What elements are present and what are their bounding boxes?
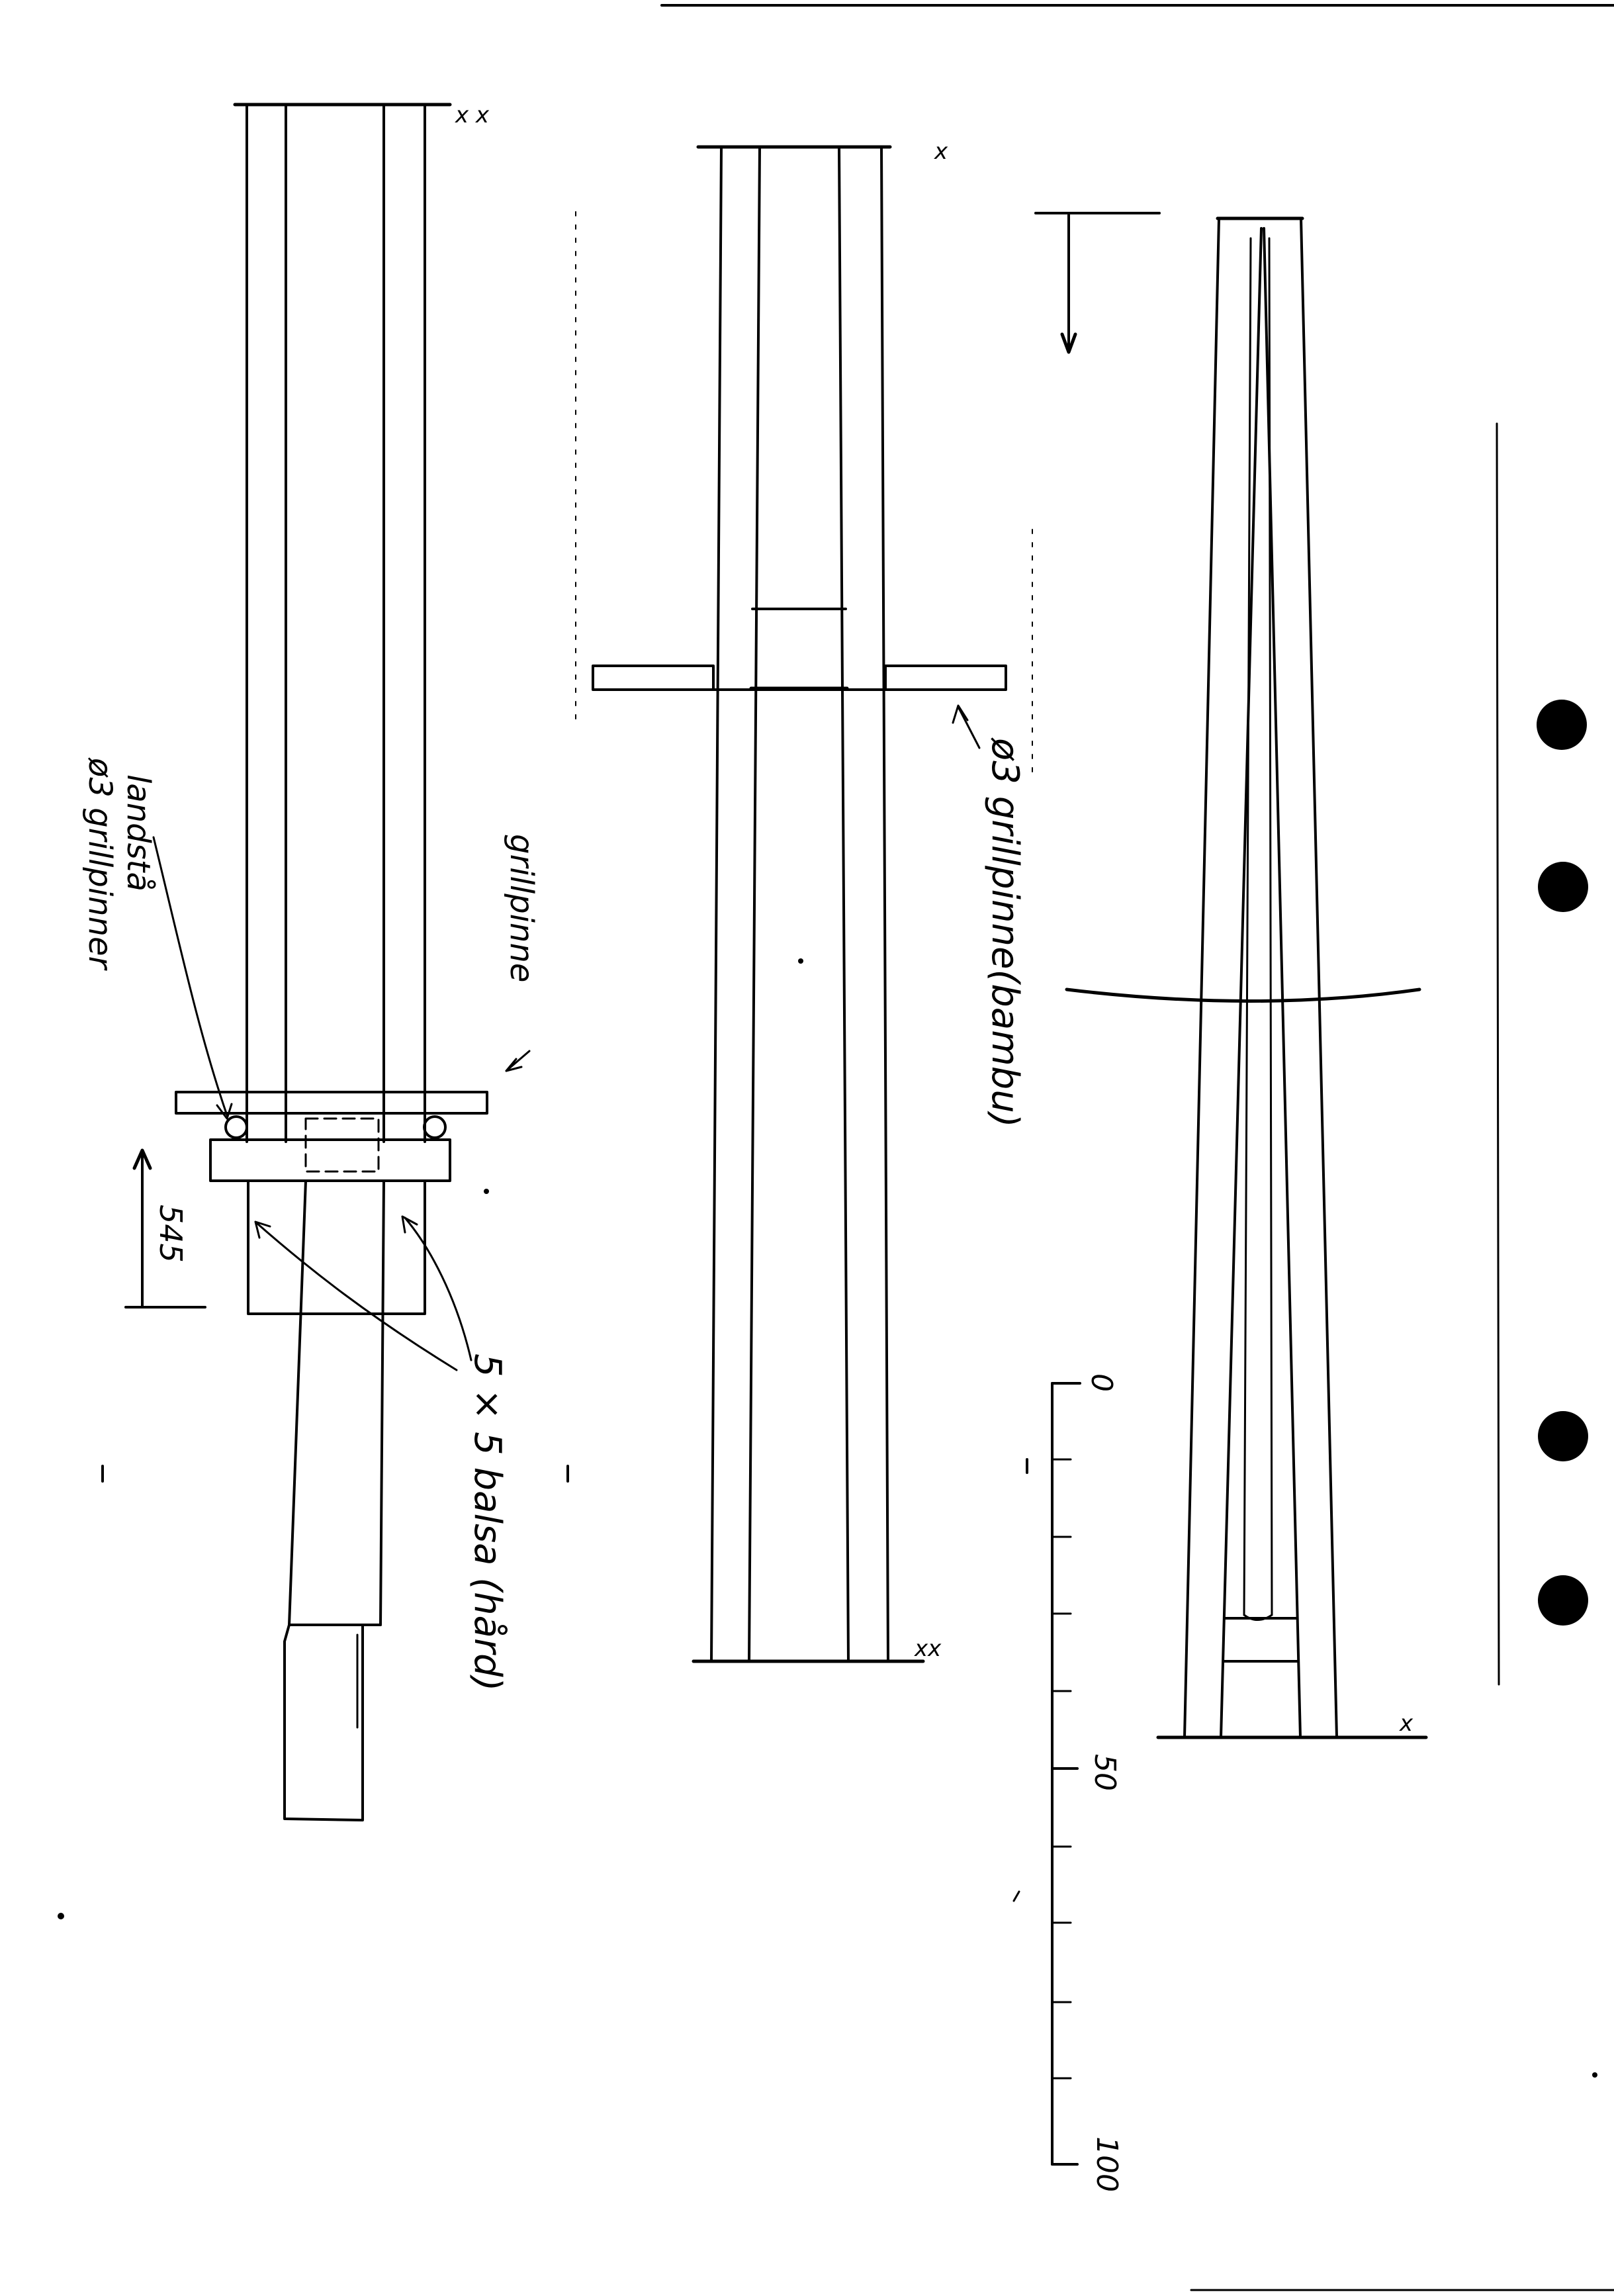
grillpinne-arrow [505, 1050, 531, 1072]
label-bamboo: ø3 grillpinne(bambu) [983, 737, 1026, 1128]
left-dashed-block [304, 1117, 380, 1173]
label-balsa: 5 × 5 balsa (hård) [466, 1354, 509, 1691]
left-boom-edge-1 [288, 1179, 307, 1626]
left-tail-stub [283, 1624, 364, 1821]
right-core-right [1268, 237, 1273, 1616]
right-view: x [1065, 216, 1428, 1739]
stray-marks [58, 211, 1597, 2078]
direction-arrow-head [1060, 332, 1077, 354]
balsa-leader-2 [404, 1217, 472, 1361]
left-view [175, 103, 488, 1821]
bamboo-arrow [952, 704, 969, 724]
label-x-right: x [1399, 1710, 1413, 1737]
middle-inner-right [838, 146, 850, 1663]
middle-outer-left [710, 146, 723, 1663]
balsa-leader-1 [255, 1222, 458, 1371]
punch-hole-4 [1538, 1575, 1588, 1626]
stray-dot-4 [1592, 2072, 1597, 2078]
left-stick-circle-2 [423, 1115, 447, 1139]
label-grillpinne: grillpinne [503, 834, 540, 982]
right-core-left [1243, 237, 1252, 1616]
right-inner-left [1220, 227, 1263, 1739]
landstall-leader-arrow [216, 1103, 233, 1120]
bamboo-leader [957, 706, 981, 749]
balsa-arrow-1 [254, 1220, 271, 1239]
middle-bamboo-bar-right [884, 665, 1007, 691]
label-landstall-grillpinner: ø3 grillpinner [81, 757, 118, 972]
middle-annotations: ø3 grillpinne(bambu) x xx [914, 138, 1026, 1662]
left-boom-edge-2 [379, 1179, 385, 1626]
left-lower-box [247, 1179, 426, 1315]
middle-inner-left [748, 146, 761, 1663]
label-xx-top-left: x x [455, 102, 490, 128]
left-stick-circle-1 [224, 1115, 248, 1139]
middle-bamboo-bar-left [592, 665, 715, 691]
stray-dot-2 [484, 1189, 489, 1194]
scale-label-50: 50 [1088, 1754, 1122, 1791]
middle-outer-right [880, 146, 889, 1663]
scale-label-100: 100 [1090, 2136, 1124, 2192]
left-grillpinne-bar [175, 1091, 488, 1115]
label-x-top-middle: x [934, 138, 948, 165]
punch-hole-2 [1538, 862, 1588, 912]
right-outer-left [1183, 217, 1220, 1739]
label-dim-545: 545 [153, 1205, 189, 1263]
right-outer-right [1300, 217, 1338, 1739]
punch-hole-1 [1537, 700, 1587, 750]
scale-label-0: 0 [1085, 1373, 1118, 1392]
right-margin-line [1496, 422, 1500, 1686]
left-annotations: landstå ø3 grillpinner grillpinne 545 5 … [81, 102, 540, 1691]
right-core-end [1243, 1614, 1273, 1621]
punch-holes [1537, 700, 1588, 1626]
left-balsa-block [209, 1138, 451, 1182]
label-xx-bottom-middle: xx [914, 1635, 942, 1662]
direction-arrow [1034, 212, 1161, 354]
dim-545-arrow-head [132, 1148, 152, 1170]
stray-dot-1 [58, 1913, 64, 1919]
scale-bar: 0 50 100 [1051, 1373, 1124, 2192]
right-wing-arc [1065, 987, 1421, 1003]
balsa-arrow-2 [401, 1215, 418, 1234]
label-landstall: landstå [120, 774, 157, 892]
stray-mark-4 [1012, 1890, 1020, 1902]
middle-view [592, 145, 1007, 1663]
stray-dot-3 [798, 958, 803, 964]
punch-hole-3 [1538, 1411, 1588, 1461]
landstall-leader-line [152, 836, 228, 1117]
